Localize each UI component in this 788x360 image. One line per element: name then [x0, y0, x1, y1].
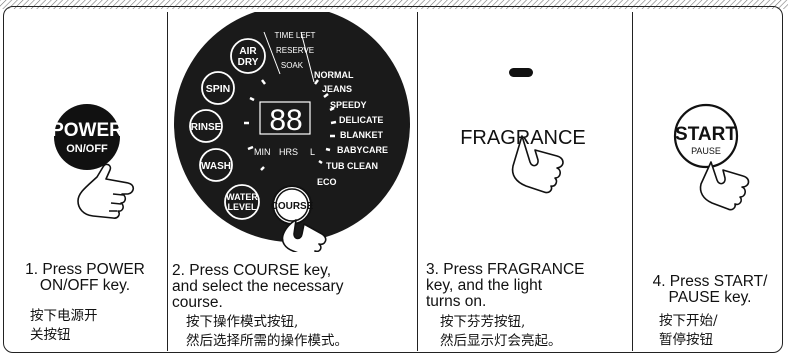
course-babycare: BABYCARE	[337, 145, 388, 155]
step-1-caption: 1. Press POWER ON/OFF key.	[25, 261, 145, 294]
step-2-caption: 2. Press COURSE key, and select the nece…	[172, 262, 344, 311]
power-button[interactable]	[54, 104, 120, 170]
step-4-panel: START PAUSE 4. Press START/ PAUSE key. 按…	[633, 12, 783, 351]
pause-label: PAUSE	[691, 146, 721, 156]
course-blanket: BLANKET	[340, 130, 383, 140]
start-label: START	[675, 124, 737, 145]
spin-label: SPIN	[206, 83, 231, 95]
step-3-caption: 3. Press FRAGRANCE key, and the light tu…	[426, 261, 585, 310]
on-off-label: ON/OFF	[66, 143, 108, 155]
instruction-frame	[3, 6, 783, 353]
pointing-hand-icon	[511, 135, 564, 194]
level-label: LEVEL	[227, 202, 257, 212]
step-4-caption-cn: 按下开始/ 暂停按钮	[659, 313, 718, 348]
step-1-illustration: POWER ON/OFF	[51, 104, 135, 219]
power-label: POWER	[51, 120, 123, 141]
course-normal: NORMAL	[314, 70, 354, 80]
course-jeans: JEANS	[322, 84, 352, 94]
course-eco: ECO	[317, 177, 337, 187]
soak-label: SOAK	[281, 61, 304, 70]
step-2-panel: AIR DRY SPIN RINSE WASH WATER LEVEL TIME…	[168, 12, 417, 351]
time-left-label: TIME LEFT	[275, 31, 316, 40]
rinse-key[interactable]	[189, 109, 223, 143]
wash-key[interactable]	[199, 148, 233, 182]
digit-display: 88 MIN HRS L	[254, 101, 315, 157]
unit-min: MIN	[254, 147, 271, 157]
pointing-hand-icon	[281, 219, 327, 252]
top-hatch-band	[0, 0, 788, 9]
dry-label: DRY	[238, 57, 259, 68]
step-2-control-panel: AIR DRY SPIN RINSE WASH WATER LEVEL TIME…	[174, 12, 410, 252]
fragrance-indicator-light	[509, 68, 533, 77]
course-tub-clean: TUB CLEAN	[326, 161, 378, 171]
step-4-illustration: START PAUSE	[673, 103, 750, 211]
wash-label: WASH	[201, 161, 231, 172]
step-3-illustration: FRAGRANCE	[460, 68, 586, 194]
display-digits: 88	[269, 104, 302, 137]
pointing-hand-icon	[699, 161, 750, 211]
pointing-hand-icon	[77, 163, 135, 219]
step-1-panel: POWER ON/OFF 1. Press POWER ON/OFF key. …	[5, 12, 167, 351]
reserve-label: RESERVE	[276, 46, 314, 55]
step-2-caption-cn: 按下操作模式按钮, 然后选择所需的操作模式。	[186, 314, 348, 349]
divider-2	[417, 12, 418, 351]
water-label: WATER	[226, 192, 258, 202]
start-pause-button[interactable]	[673, 103, 739, 169]
step-4-caption: 4. Press START/ PAUSE key.	[652, 273, 768, 306]
unit-l: L	[310, 147, 315, 157]
step-1-caption-cn: 按下电源开 关按钮	[30, 308, 98, 343]
rinse-label: RINSE	[191, 122, 222, 133]
spin-key[interactable]	[201, 71, 235, 105]
unit-hrs: HRS	[279, 147, 298, 157]
left-key-group	[189, 38, 266, 220]
air-label: AIR	[239, 46, 257, 57]
course-speedy: SPEEDY	[330, 100, 367, 110]
course-key-label: COURSE	[271, 201, 314, 212]
divider-1	[167, 12, 168, 351]
step-3-panel: FRAGRANCE 3. Press FRAGRANCE key, and th…	[418, 12, 632, 351]
control-dial	[174, 12, 410, 242]
course-delicate: DELICATE	[339, 115, 383, 125]
indicator-dashes	[244, 79, 337, 171]
water-level-key[interactable]	[224, 184, 260, 220]
divider-3	[632, 12, 633, 351]
air-dry-key[interactable]	[230, 38, 266, 74]
step-3-caption-cn: 按下芬芳按钮, 然后显示灯会亮起。	[440, 314, 562, 349]
